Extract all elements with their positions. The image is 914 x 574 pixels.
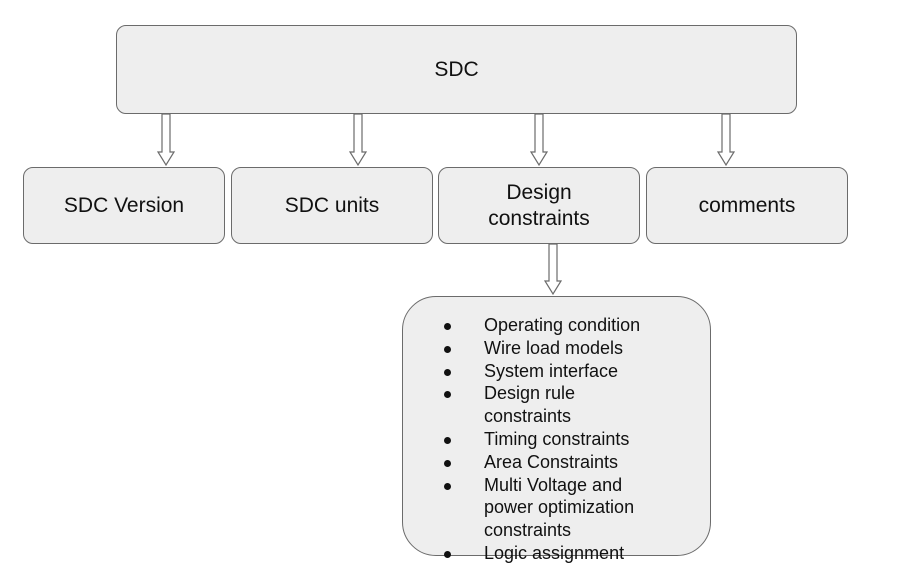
sdc-version-label: SDC Version (63, 193, 185, 217)
bullet-icon (444, 323, 451, 330)
design-constraints-node: Design constraints (438, 167, 640, 244)
list-item: Multi Voltage and power optimization con… (403, 474, 710, 542)
sdc-version-node: SDC Version (23, 167, 225, 244)
bullet-icon (444, 391, 451, 399)
bullet-icon (444, 368, 451, 376)
list-item-text: Operating condition (484, 315, 641, 335)
comments-label: comments (698, 193, 796, 217)
arrow-root-to-units (348, 113, 368, 167)
arrow-root-to-design (529, 113, 549, 167)
design-constraints-label: Design constraints (488, 180, 590, 230)
list-item-text: Area Constraints (484, 451, 619, 472)
list-item-text: System interface (484, 360, 619, 381)
list-item: Area Constraints (403, 451, 710, 474)
bullet-icon (444, 459, 451, 467)
bullet-icon (444, 550, 451, 558)
comments-node: comments (646, 167, 848, 244)
list-item: System interface (403, 360, 710, 383)
sdc-root-label: SDC (434, 57, 479, 81)
list-item: Timing constraints (403, 428, 710, 451)
arrow-design-to-list (543, 243, 563, 296)
sdc-units-node: SDC units (231, 167, 433, 244)
list-item: Design rule constraints (403, 382, 710, 428)
list-item: Wire load models (403, 337, 710, 360)
list-item-text: Multi Voltage and power optimization con… (484, 474, 635, 541)
arrow-root-to-comments (716, 113, 736, 167)
list-item-text: Design rule constraints (484, 383, 576, 427)
sdc-units-label: SDC units (284, 193, 380, 217)
bullet-icon (444, 482, 451, 490)
list-item-text: Logic assignment (484, 542, 625, 563)
arrow-root-to-version (156, 113, 176, 167)
bullet-icon (444, 436, 451, 444)
sdc-root-node: SDC (116, 25, 797, 114)
design-constraints-list-node: Operating condition Wire load models Sys… (402, 296, 711, 563)
bullet-icon (444, 345, 451, 353)
list-item-text: Timing constraints (484, 428, 630, 449)
list-item: Logic assignment (403, 542, 710, 565)
design-constraints-list: Operating condition Wire load models Sys… (403, 314, 710, 565)
list-item-text: Wire load models (484, 337, 624, 358)
list-item: Operating condition (403, 314, 710, 337)
